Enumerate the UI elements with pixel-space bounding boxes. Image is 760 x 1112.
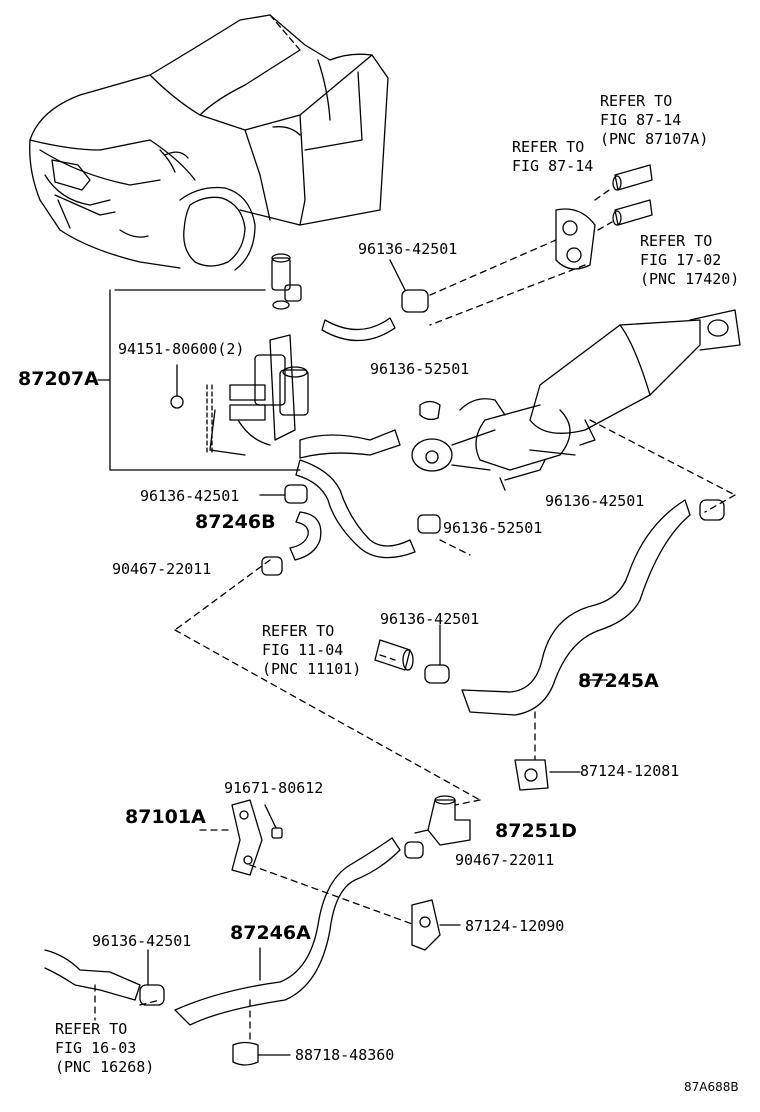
catalytic-converter	[411, 309, 741, 491]
part-96136-42501-a: 96136-42501	[358, 240, 458, 258]
bracket-87124-12090	[411, 899, 441, 951]
upper-hose	[321, 317, 396, 342]
part-87245a: 87245A	[578, 670, 659, 692]
clamp-52501-b	[417, 514, 441, 534]
part-87246a: 87246A	[230, 922, 311, 944]
leader-87207a-bracket	[109, 289, 301, 471]
part-87207a: 87207A	[18, 368, 99, 390]
bracket-87101a	[231, 799, 283, 876]
bracket-87124-12081	[514, 759, 549, 791]
part-96136-42501-e: 96136-42501	[92, 932, 192, 950]
clamp-90467-b	[404, 841, 424, 859]
part-90467-22011-a: 90467-22011	[112, 560, 212, 578]
clip-88718	[232, 1041, 259, 1066]
part-87101a: 87101A	[125, 806, 206, 828]
clamp-top	[401, 289, 429, 313]
pipe-11101	[374, 639, 414, 671]
part-88718-48360: 88718-48360	[295, 1046, 395, 1064]
part-96136-52501-b: 96136-52501	[443, 519, 543, 537]
part-94151-80600: 94151-80600(2)	[118, 340, 245, 358]
valve-bracket-assembly	[170, 334, 401, 459]
clamp-42501-d	[699, 499, 725, 521]
part-87246b: 87246B	[195, 511, 276, 533]
pipe-ends	[612, 164, 653, 226]
part-96136-42501-c: 96136-42501	[380, 610, 480, 628]
connector-tube-top	[271, 253, 302, 310]
part-90467-22011-b: 90467-22011	[455, 851, 555, 869]
clamp-52501-a	[419, 400, 441, 421]
hose-87246a	[174, 837, 401, 1026]
lower-pipe	[44, 949, 165, 1006]
part-96136-52501-a: 96136-52501	[370, 360, 470, 378]
car-illustration	[29, 14, 389, 271]
hose-87246b	[259, 459, 416, 576]
hose-87245a	[461, 499, 691, 716]
part-87251d: 87251D	[495, 820, 577, 842]
clamp-42501-c	[424, 664, 450, 684]
diagram-code: 87A688B	[684, 1080, 739, 1094]
muffler-mount	[555, 208, 596, 270]
part-87124-12090: 87124-12090	[465, 917, 565, 935]
part-96136-42501-b: 96136-42501	[140, 487, 240, 505]
part-96136-42501-d: 96136-42501	[545, 492, 645, 510]
tee-87251d	[414, 795, 471, 846]
part-91671-80612: 91671-80612	[224, 779, 324, 797]
part-87124-12081: 87124-12081	[580, 762, 680, 780]
